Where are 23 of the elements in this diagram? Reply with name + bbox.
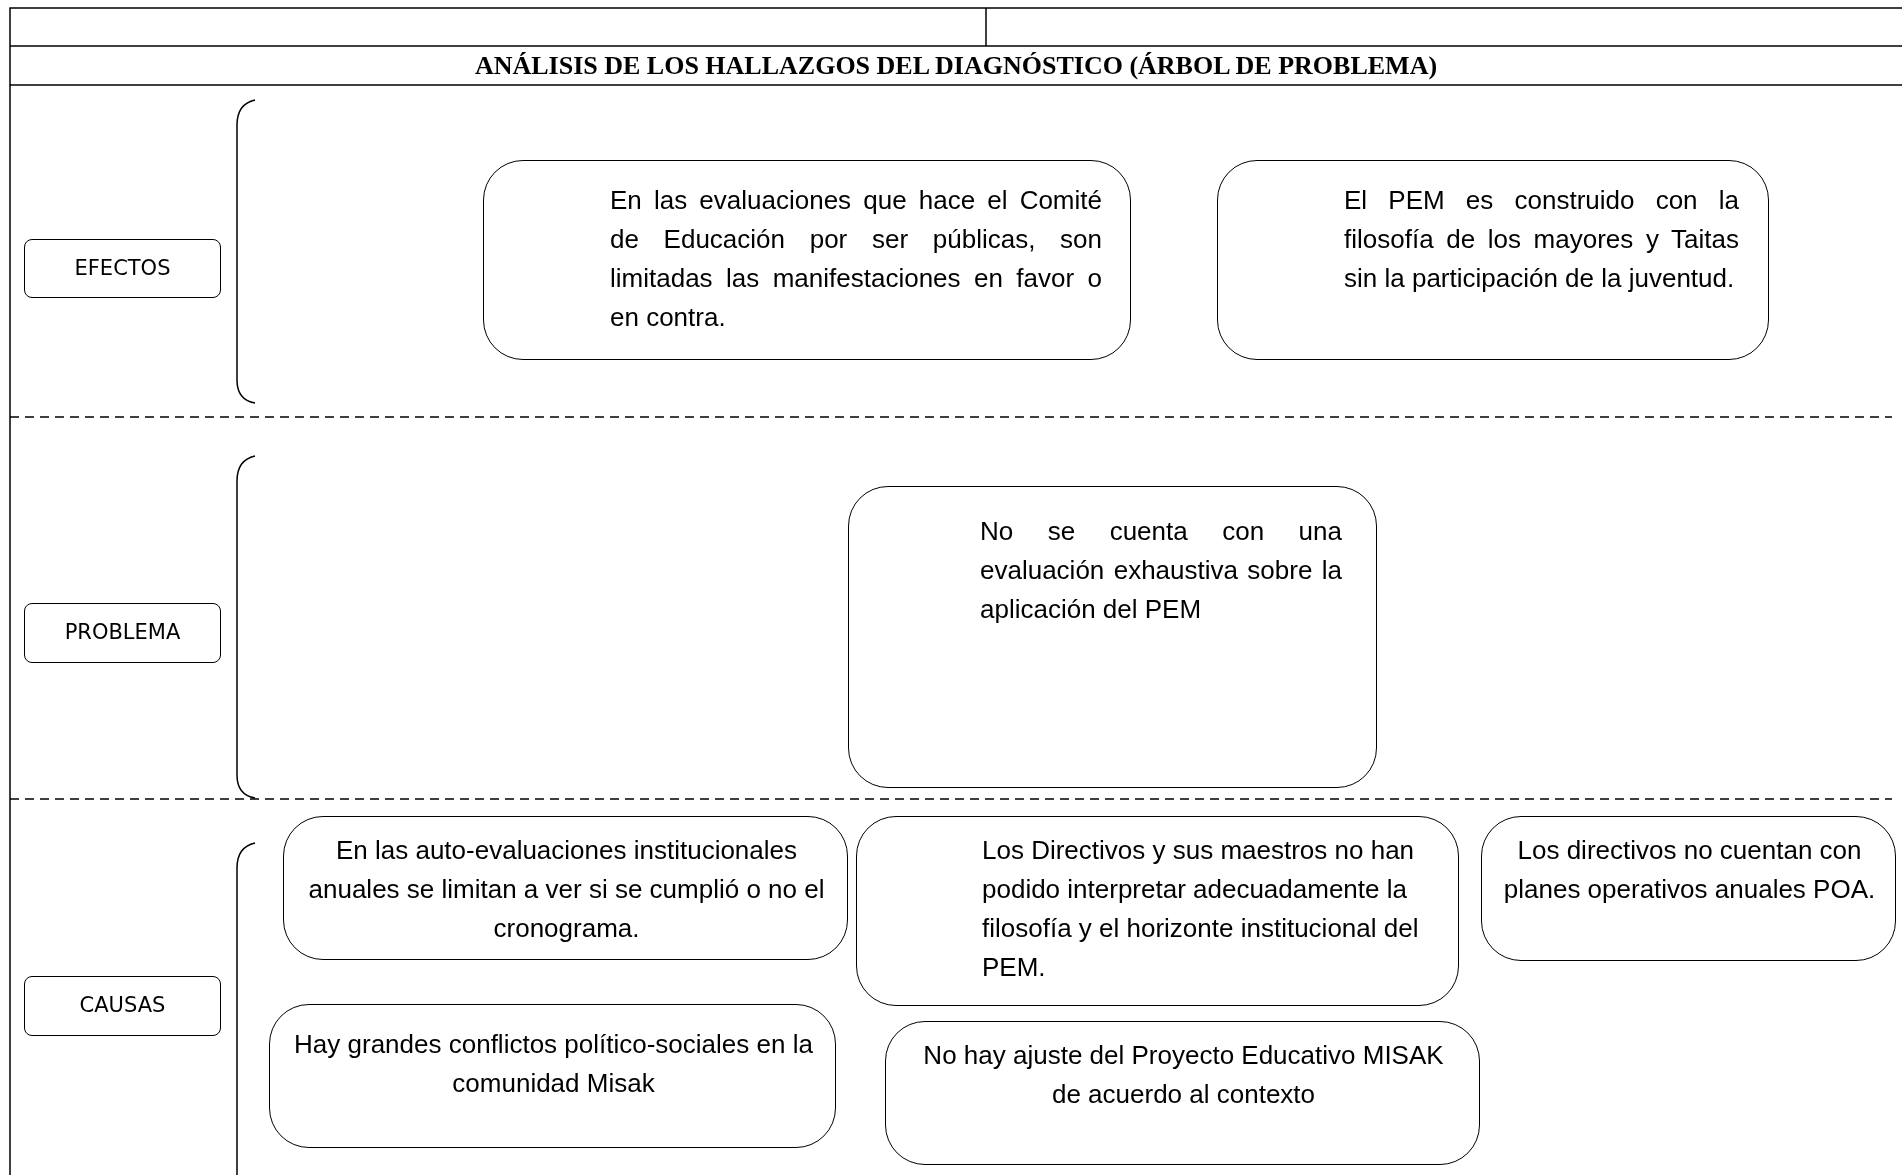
text-box [1217,160,1769,360]
box-text: El PEM es construido con la filosofía de los mayores y Taitas sin la participación de la juventud. [1344,184,1739,295]
text-box [483,160,1131,360]
box-text: Hay grandes conflictos político-sociales en la comunidad Misak [293,1028,814,1100]
section-label: CAUSAS [78,992,167,1019]
section-label-box [24,239,221,298]
title: ANÁLISIS DE LOS HALLAZGOS DEL DIAGNÓSTICO (ÁRBOL DE PROBLEMA) [473,50,1439,82]
box-text: Los Directivos y sus maestros no han podido interpretar adecuadamente la filosofía y el horizonte institucional del PEM. [982,834,1420,984]
text-box [1481,816,1896,961]
section-label: EFECTOS [73,255,172,282]
box-text: En las evaluaciones que hace el Comité de Educación por ser públicas, son limitadas las manifestaciones en favor o en contra. [610,184,1102,334]
box-text: No hay ajuste del Proyecto Educativo MISAK de acuerdo al contexto [922,1039,1445,1111]
section-label: PROBLEMA [63,619,182,646]
box-text: No se cuenta con una evaluación exhaustiva sobre la aplicación del PEM [980,515,1342,626]
section-label-box [24,603,221,663]
text-box [269,1004,836,1148]
box-text: En las auto-evaluaciones institucionales anuales se limitan a ver si se cumplió o no el cronograma. [307,834,826,945]
text-box [885,1021,1480,1165]
text-box [856,816,1459,1006]
section-label-box [24,976,221,1036]
text-box [848,486,1377,788]
box-text: Los directivos no cuentan con planes operativos anuales POA. [1502,834,1877,906]
text-box [283,816,848,960]
